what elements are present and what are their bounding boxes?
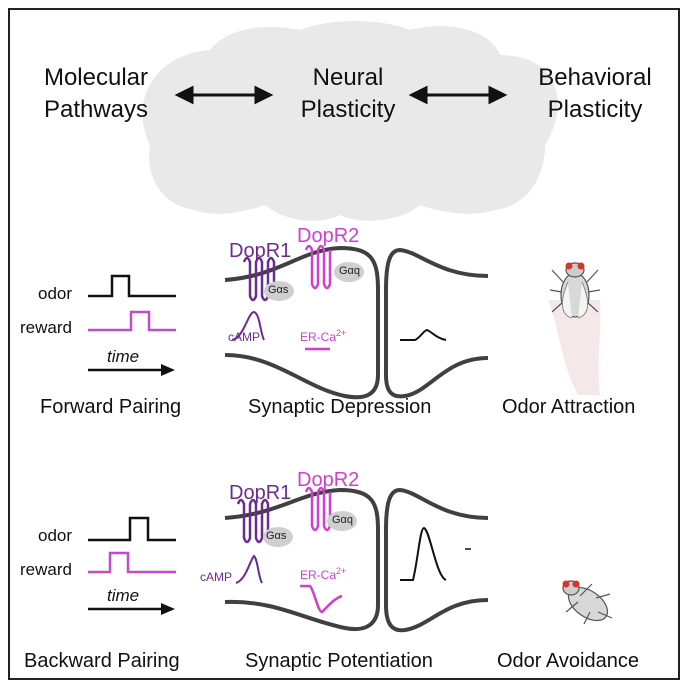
backward-camp-label: cAMP (200, 570, 233, 584)
backward-time-label: time (107, 586, 140, 605)
backward-erca-label: ER-Ca2+ (300, 566, 346, 582)
forward-odor-label: odor (38, 284, 73, 303)
backward-synapse-caption: Synaptic Potentiation (245, 650, 433, 672)
header-arrow-right (408, 85, 508, 105)
backward-odor-label: odor (38, 526, 73, 545)
forward-dopr1-receptor (242, 256, 276, 302)
backward-odor-trace (88, 516, 176, 542)
forward-camp-trace (231, 310, 265, 341)
backward-gas-label: Gαs (266, 530, 287, 542)
forward-dopr1-label: DopR1 (229, 240, 292, 262)
backward-erca-text: ER-Ca (300, 568, 337, 582)
header-left-line1: Molecular (43, 64, 149, 91)
backward-time-arrow (88, 603, 175, 615)
brain-silhouette (142, 21, 558, 221)
forward-time-label: time (107, 347, 140, 366)
forward-presynaptic-membrane (224, 245, 380, 400)
forward-dopr2-receptor (304, 244, 332, 290)
forward-gas-blob (264, 281, 294, 301)
forward-erca-label: ER-Ca2+ (300, 328, 346, 344)
forward-gas-label: Gαs (268, 284, 289, 296)
forward-dopr2-label: DopR2 (297, 225, 360, 247)
backward-postsynaptic-membrane (384, 487, 489, 633)
header-right-line1: Behavioral (538, 64, 652, 91)
backward-dopr2-label: DopR2 (297, 469, 360, 491)
forward-reward-label: reward (20, 318, 72, 337)
backward-gas-blob (263, 527, 293, 547)
backward-behavior-caption: Odor Avoidance (497, 650, 639, 672)
forward-erca-text: ER-Ca (300, 330, 337, 344)
forward-behavior-caption: Odor Attraction (502, 396, 636, 418)
forward-fly-icon (548, 262, 601, 395)
header-left-line2: Pathways (43, 96, 149, 123)
forward-pairing-caption: Forward Pairing (40, 396, 182, 418)
forward-post-response (400, 328, 447, 341)
header-molecular-pathways: Molecular Pathways (30, 62, 162, 126)
header-behavioral-plasticity: Behavioral Plasticity (520, 62, 670, 126)
backward-fly-icon (562, 580, 613, 625)
forward-erca-sup: 2+ (336, 328, 347, 338)
backward-post-response (400, 526, 447, 581)
forward-gaq-blob (334, 262, 364, 282)
header-arrow-left (174, 85, 274, 105)
backward-gaq-blob (327, 511, 357, 531)
backward-dopr1-label: DopR1 (229, 482, 292, 504)
header-neural-plasticity: Neural Plasticity (282, 62, 414, 126)
backward-reward-label: reward (20, 560, 72, 579)
forward-postsynaptic-membrane (384, 247, 489, 399)
forward-reward-trace (88, 310, 176, 332)
forward-odor-trace (88, 274, 176, 298)
backward-presynaptic-membrane (224, 487, 380, 631)
header-mid-line1: Neural (312, 64, 384, 91)
forward-synapse-caption: Synaptic Depression (248, 396, 432, 418)
forward-time-arrow (88, 364, 175, 376)
backward-dopr2-receptor (304, 486, 332, 532)
backward-erca-sup: 2+ (336, 566, 347, 576)
backward-pairing-caption: Backward Pairing (24, 650, 180, 672)
forward-camp-label: cAMP (228, 330, 261, 344)
header-right-line2: Plasticity (547, 96, 643, 123)
backward-dopr1-receptor (236, 498, 270, 544)
backward-camp-trace (235, 554, 263, 584)
backward-erca-trace (300, 584, 343, 614)
header-mid-line2: Plasticity (300, 96, 396, 123)
backward-reward-trace (88, 551, 176, 574)
forward-gaq-label: Gαq (339, 265, 361, 277)
backward-gaq-label: Gαq (332, 514, 354, 526)
